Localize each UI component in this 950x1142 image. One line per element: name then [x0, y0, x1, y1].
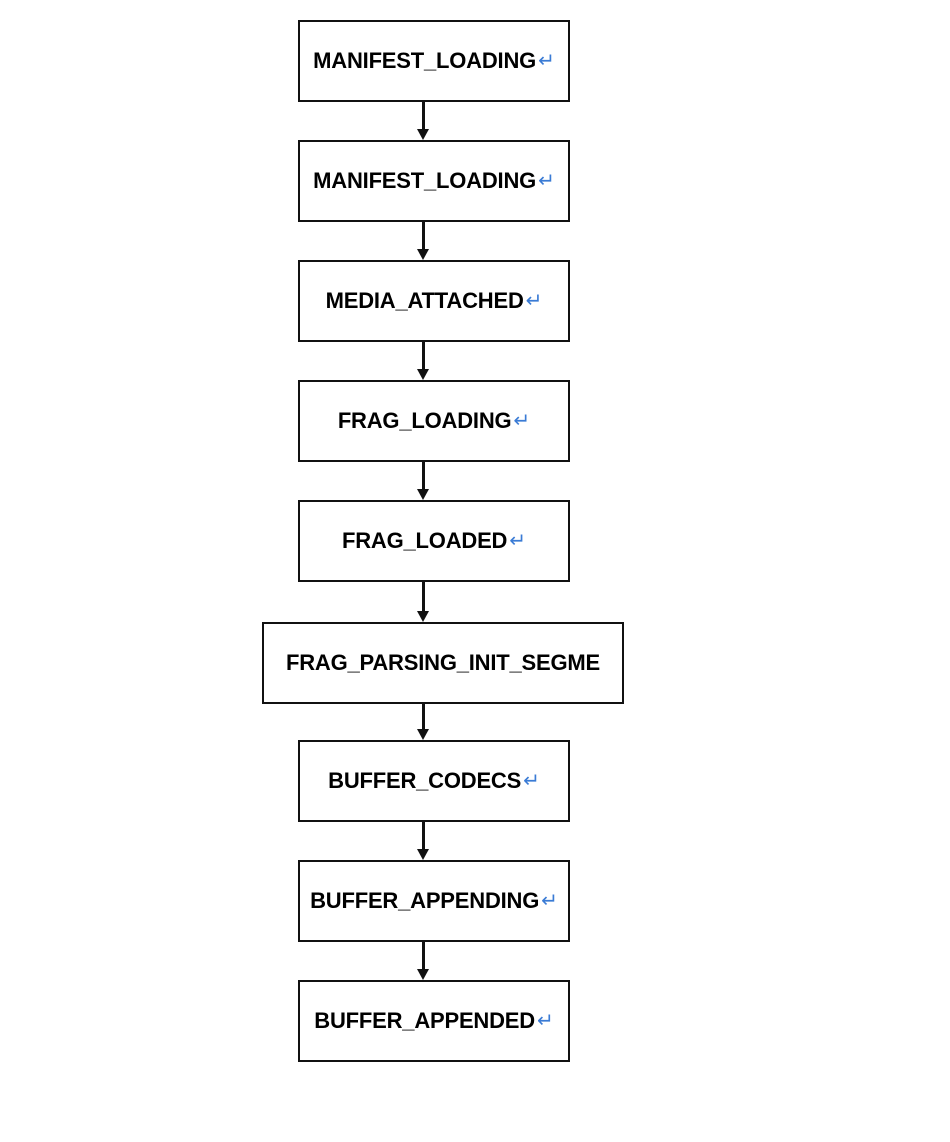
return-arrow-icon: ↵ — [541, 888, 558, 912]
arrow-head-icon — [417, 489, 429, 500]
flow-node-label: MANIFEST_LOADING — [313, 48, 537, 73]
arrow-shaft — [422, 102, 425, 130]
flow-node-label: FRAG_LOADED — [341, 528, 508, 553]
arrow-head-icon — [417, 969, 429, 980]
arrow-head-icon — [417, 611, 429, 622]
flow-node-label: BUFFER_APPENDED — [314, 1008, 535, 1033]
return-arrow-icon: ↵ — [525, 288, 543, 312]
flow-node-2: MANIFEST_LOADING↵ — [298, 140, 570, 222]
flow-node-9: BUFFER_APPENDED↵ — [298, 980, 570, 1062]
flow-node-7: BUFFER_CODECS↵ — [298, 740, 570, 822]
return-arrow-icon: ↵ — [538, 168, 555, 192]
flow-node-4: FRAG_LOADING↵ — [298, 380, 570, 462]
return-arrow-icon: ↵ — [523, 768, 540, 792]
flow-node-label: MEDIA_ATTACHED — [325, 288, 524, 313]
flow-arrow-2 — [416, 222, 432, 260]
flow-node-1: MANIFEST_LOADING↵ — [298, 20, 570, 102]
arrow-shaft — [422, 704, 425, 730]
flow-node-label: BUFFER_APPENDING — [310, 888, 540, 913]
arrow-head-icon — [417, 369, 429, 380]
arrow-head-icon — [417, 129, 429, 140]
flow-arrow-1 — [416, 102, 432, 140]
flow-node-3: MEDIA_ATTACHED↵ — [298, 260, 570, 342]
arrow-shaft — [422, 462, 425, 490]
flow-arrow-4 — [416, 462, 432, 500]
flow-arrow-7 — [416, 822, 432, 860]
arrow-shaft — [422, 942, 425, 970]
return-arrow-icon: ↵ — [509, 528, 526, 552]
flow-node-5: FRAG_LOADED↵ — [298, 500, 570, 582]
flow-node-8: BUFFER_APPENDING↵ — [298, 860, 570, 942]
return-arrow-icon: ↵ — [536, 1008, 554, 1032]
flow-arrow-6 — [416, 704, 432, 740]
flow-node-label: MANIFEST_LOADING — [313, 168, 537, 193]
flow-node-label: FRAG_PARSING_INIT_SEGME — [285, 650, 601, 675]
flow-arrow-3 — [416, 342, 432, 380]
flow-arrow-5 — [416, 582, 432, 622]
arrow-shaft — [422, 582, 425, 612]
return-arrow-icon: ↵ — [538, 48, 555, 72]
flow-node-label: FRAG_LOADING — [337, 408, 512, 433]
arrow-shaft — [422, 822, 425, 850]
flow-arrow-8 — [416, 942, 432, 980]
arrow-head-icon — [417, 849, 429, 860]
flow-node-label: BUFFER_CODECS — [328, 768, 522, 793]
arrow-shaft — [422, 342, 425, 370]
arrow-head-icon — [417, 729, 429, 740]
arrow-shaft — [422, 222, 425, 250]
flow-node-6: FRAG_PARSING_INIT_SEGME — [262, 622, 624, 704]
return-arrow-icon: ↵ — [513, 408, 531, 432]
arrow-head-icon — [417, 249, 429, 260]
